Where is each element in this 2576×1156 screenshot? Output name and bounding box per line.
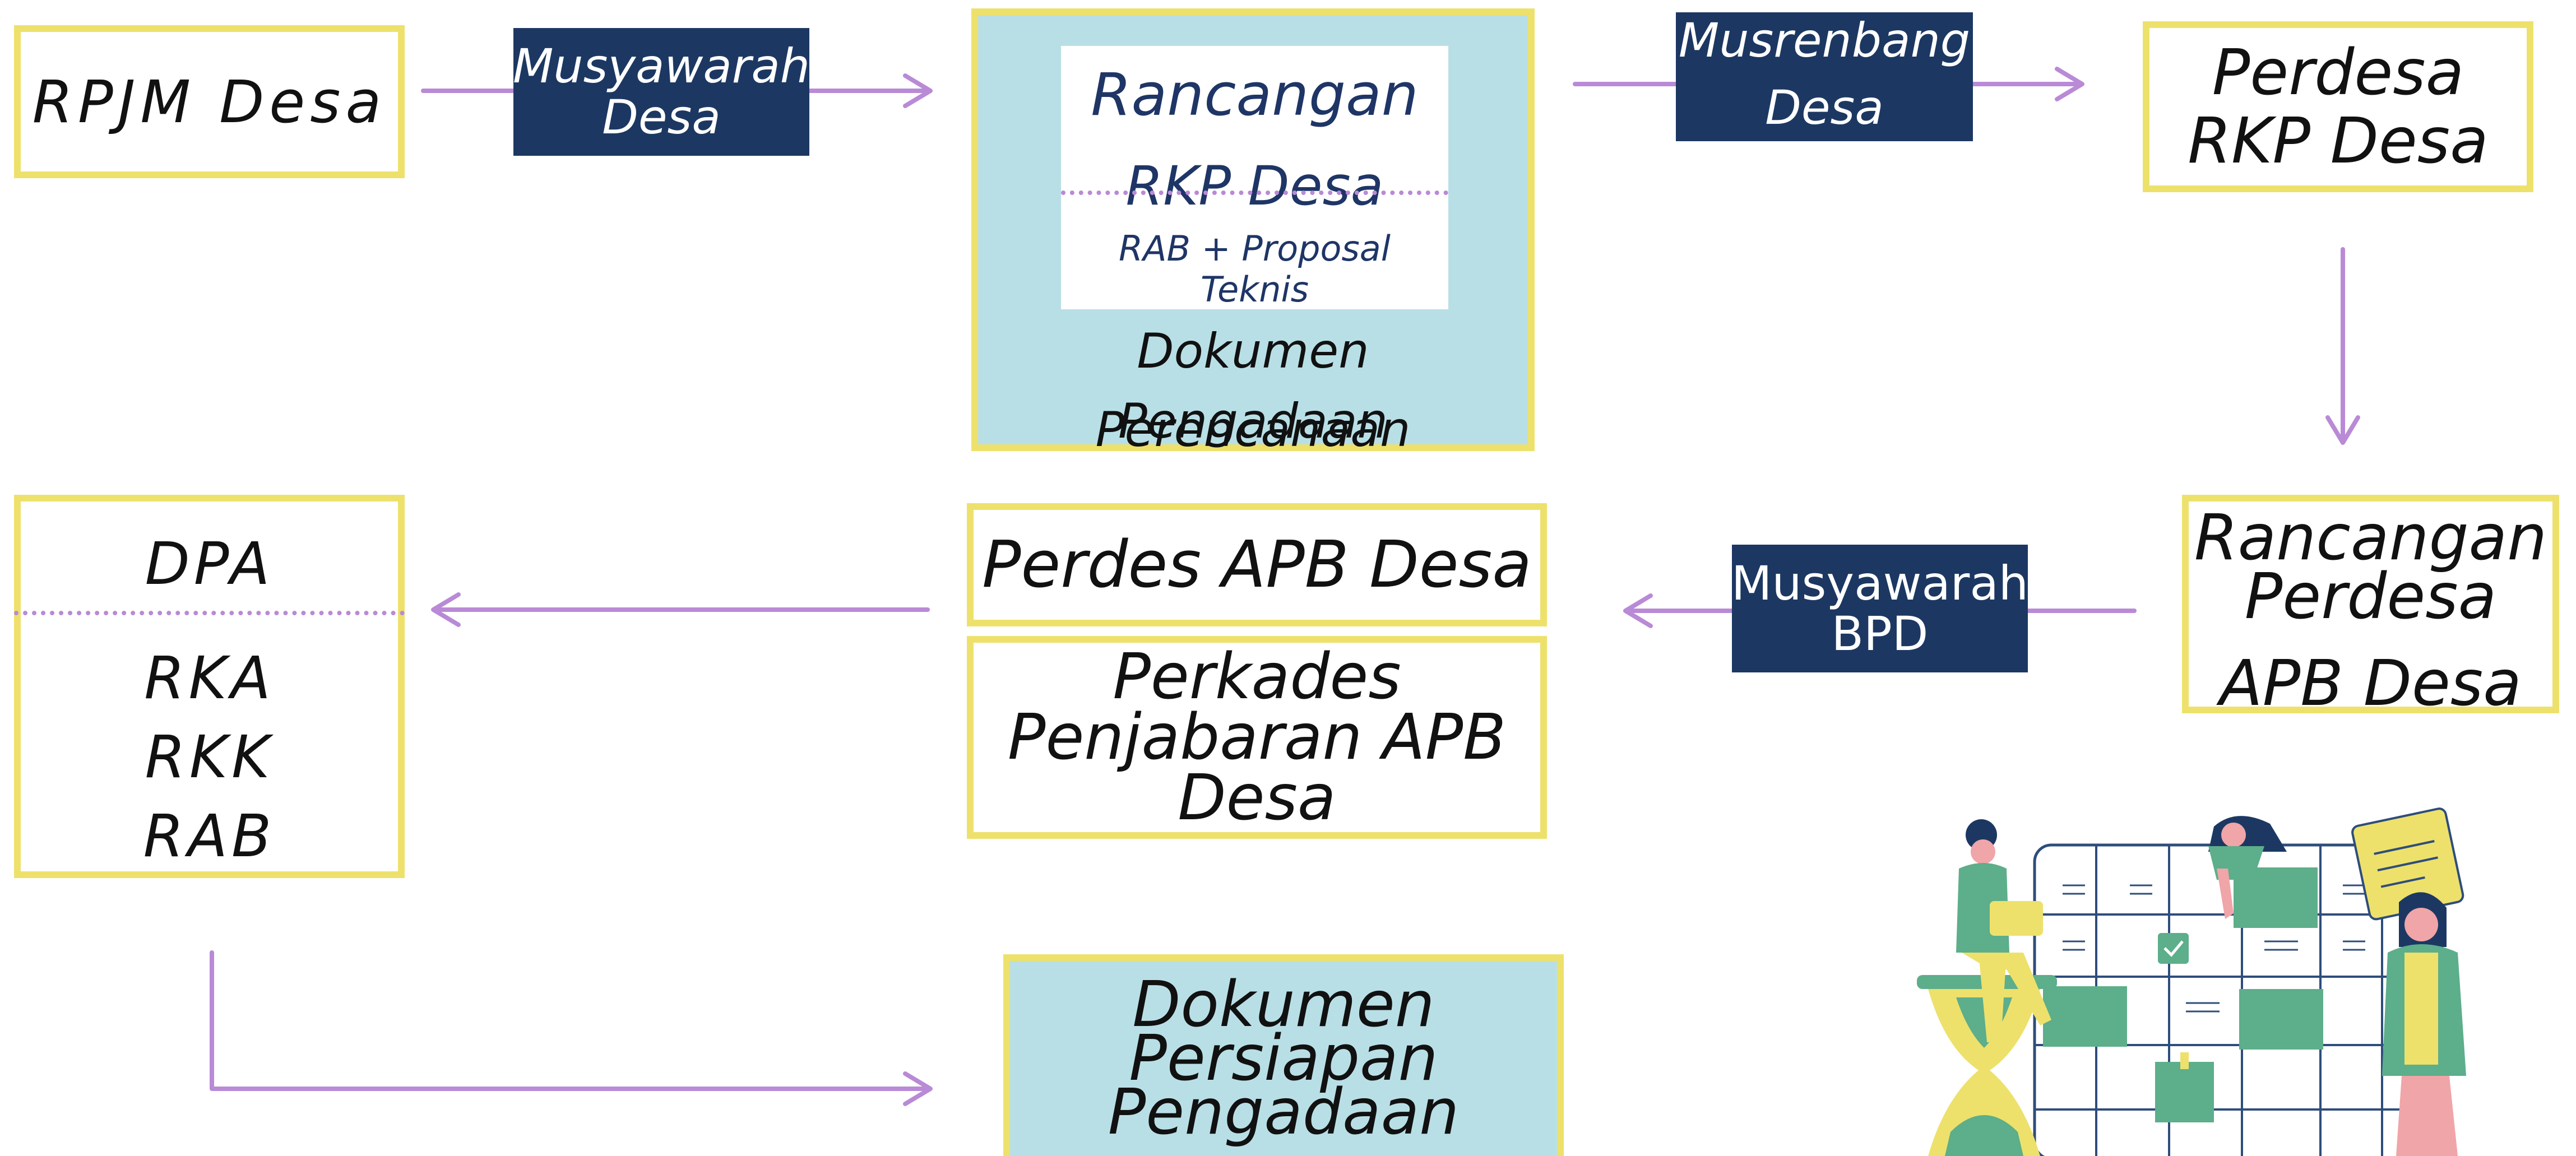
perkades-box: Perkades Penjabaran APB Desa [967, 636, 1547, 839]
dpa-box: DPA RKA RKK RAB [14, 495, 405, 878]
rancangan-rkp-subtitle: RAB + Proposal Teknis [1118, 228, 1391, 310]
arrowhead-perdes-to-dpa [431, 592, 461, 627]
dokumen-persiapan-line3: Pengadaan [1108, 1076, 1460, 1149]
arrowhead-rancangan-perdesa-to-perdes [1623, 593, 1653, 628]
arrow-dpa-to-persiapan [210, 950, 930, 1091]
arrowhead-dpa-to-persiapan [903, 1071, 933, 1106]
rancangan-perdesa-line2: Perdesa [2244, 560, 2497, 633]
perdes-apb-desa-box: Perdes APB Desa [967, 503, 1547, 626]
musrenbang-line1: Musrenbang [1678, 13, 1971, 68]
rpjm-desa-label: RPJM Desa [32, 67, 387, 136]
dokumen-perencanaan-line2: Pengadaan [1118, 393, 1388, 449]
rancangan-perdesa-apb-box: Rancangan Perdesa APB Desa [2182, 495, 2559, 720]
dokumen-perencanaan-box: Rancangan RKP Desa RAB + Proposal Teknis… [971, 8, 1535, 458]
musyawarah-bpd-line2: BPD [1831, 606, 1929, 661]
musyawarah-bpd-line1: Musyawarah [1731, 556, 2029, 611]
dokumen-perencanaan-line1: Dokumen Perencanaan [1095, 323, 1411, 458]
perdesa-rkp-line2: RKP Desa [2188, 104, 2489, 178]
musyawarah-bpd-label-box: Musyawarah BPD [1731, 545, 2029, 672]
rancangan-rkp-inner-box: Rancangan RKP Desa RAB + Proposal Teknis [1061, 46, 1448, 310]
dokumen-persiapan-box: Dokumen Persiapan Pengadaan [1003, 954, 1564, 1156]
perkades-line3: Desa [1178, 762, 1336, 834]
dpa-item-rab: RAB [143, 802, 276, 870]
musyawarah-desa-line1: Musyawarah [512, 39, 810, 94]
arrowhead-rancangan-to-perdesa [2055, 67, 2084, 101]
rancangan-rkp-divider [1061, 191, 1448, 195]
rancangan-perdesa-line1: Rancangan [2194, 502, 2547, 574]
perdes-apb-desa-label: Perdes APB Desa [982, 527, 1532, 602]
dokumen-persiapan-line2: Persiapan [1129, 1022, 1438, 1095]
rancangan-rkp-title2: RKP Desa [1125, 155, 1384, 217]
rpjm-desa-box: RPJM Desa [14, 25, 405, 178]
musrenbang-desa-label-box: Musrenbang Desa [1676, 12, 1973, 141]
musyawarah-desa-label-box: Musyawarah Desa [512, 28, 810, 156]
perdesa-rkp-desa-box: Perdesa RKP Desa [2143, 21, 2533, 192]
perdesa-rkp-line1: Perdesa [2212, 36, 2464, 109]
dpa-item-rkk: RKK [145, 723, 274, 791]
perkades-line1: Perkades [1113, 640, 1401, 713]
team-planning-illustration [1917, 807, 2466, 1156]
rancangan-perdesa-line3: APB Desa [2220, 647, 2522, 720]
musrenbang-line2: Desa [1765, 80, 1884, 135]
arrowhead-perdesa-down [2325, 415, 2360, 445]
dokumen-persiapan-line1: Dokumen [1132, 968, 1435, 1041]
dpa-item-rka: RKA [144, 644, 275, 712]
dpa-divider [14, 611, 405, 615]
arrowhead-rpjm-to-rancangan [903, 73, 933, 108]
rancangan-rkp-title1: Rancangan [1091, 61, 1419, 129]
perkades-line2: Penjabaran APB [1007, 701, 1507, 774]
musyawarah-desa-line2: Desa [602, 90, 721, 145]
dpa-label: DPA [145, 530, 274, 598]
dpa-items-list: RKA RKK RAB [21, 639, 398, 876]
